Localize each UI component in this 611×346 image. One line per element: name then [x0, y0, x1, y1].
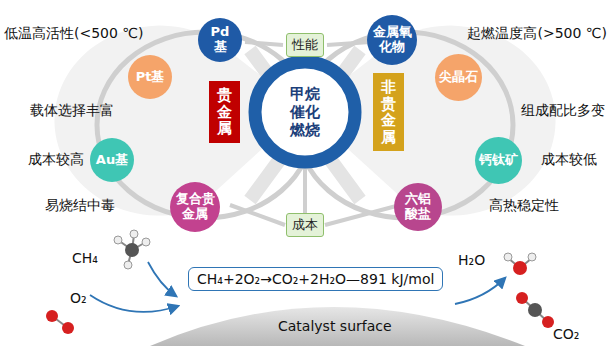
node-text: Pd基: [204, 25, 235, 55]
node-text: 复合贵金属: [176, 192, 215, 222]
annotation-label: 载体选择丰富: [30, 102, 114, 120]
category-circle: 尖晶石: [435, 54, 482, 101]
node-text: 非贵金属: [381, 79, 396, 145]
annotation-label: 高热稳定性: [489, 197, 559, 215]
annotation-label: CH₄: [72, 250, 98, 266]
label-text: 高热稳定性: [489, 197, 559, 213]
label-text: H₂O: [458, 252, 485, 268]
annotation-label: 成本较低: [541, 151, 597, 169]
catalyst-surface: [150, 307, 525, 346]
annotation-label: 组成配比多变: [521, 102, 605, 120]
node-text: 钙钛矿: [479, 153, 518, 168]
node-text: 金属氧化物: [373, 25, 412, 55]
category-circle: Pt基: [128, 55, 172, 99]
label-text: 低温高活性(<500 ℃): [4, 25, 144, 41]
label-text: 成本较低: [541, 151, 597, 167]
node-text: 甲烷催化燃烧: [290, 85, 320, 139]
label-text: CH₄: [72, 250, 98, 266]
node-text: 性能: [292, 36, 318, 54]
annotation-label: 易烧结中毒: [45, 197, 115, 215]
annotation-label: CO₂: [553, 326, 579, 342]
annotation-label: 起燃温度高(>500 ℃): [467, 25, 607, 43]
water-molecule: [504, 253, 536, 275]
aspect-box: 性能: [286, 33, 324, 57]
reactant-arrow: [90, 295, 178, 312]
label-text: 成本较高: [28, 151, 84, 167]
label-text: 载体选择丰富: [30, 102, 114, 118]
annotation-label: H₂O: [458, 252, 485, 268]
node-text: CH₄+2O₂→CO₂+2H₂O—891 kJ/mol: [197, 271, 434, 287]
category-circle: Au基: [90, 138, 134, 182]
aspect-box: 成本: [286, 213, 324, 237]
label-text: 组成配比多变: [521, 102, 605, 118]
center-label: 甲烷催化燃烧: [290, 85, 320, 139]
category-circle: 复合贵金属: [170, 182, 220, 232]
co2-molecule: [516, 292, 554, 328]
equation-box: CH₄+2O₂→CO₂+2H₂O—891 kJ/mol: [188, 267, 443, 291]
group-band: 非贵金属: [373, 73, 404, 151]
node-text: Catalyst surface: [278, 318, 392, 334]
figure-eight-frame: [54, 26, 555, 225]
oxygen-molecule: [46, 310, 74, 334]
label-text: CO₂: [553, 326, 579, 342]
category-circle: 钙钛矿: [475, 137, 522, 184]
node-text: Au基: [96, 153, 128, 168]
label-text: O₂: [70, 290, 87, 306]
node-text: Pt基: [136, 70, 165, 85]
annotation-label: 低温高活性(<500 ℃): [4, 25, 144, 43]
product-arrow: [455, 278, 505, 304]
annotation-label: O₂: [70, 290, 87, 306]
node-text: 尖晶石: [439, 70, 478, 85]
node-text: 成本: [292, 216, 318, 234]
central-ring: [255, 62, 355, 162]
node-text: 贵金属: [217, 87, 232, 137]
surface-label: Catalyst surface: [278, 318, 392, 334]
category-circle: 六铝酸盐: [394, 183, 442, 231]
methane-molecule: [114, 230, 150, 269]
annotation-label: 成本较高: [28, 151, 84, 169]
category-circle: Pd基: [198, 18, 242, 62]
label-text: 起燃温度高(>500 ℃): [467, 25, 607, 41]
label-text: 易烧结中毒: [45, 197, 115, 213]
node-text: 六铝酸盐: [405, 192, 431, 222]
group-band: 贵金属: [209, 81, 240, 143]
category-circle: 金属氧化物: [367, 15, 417, 65]
reactant-arrow: [148, 262, 176, 296]
